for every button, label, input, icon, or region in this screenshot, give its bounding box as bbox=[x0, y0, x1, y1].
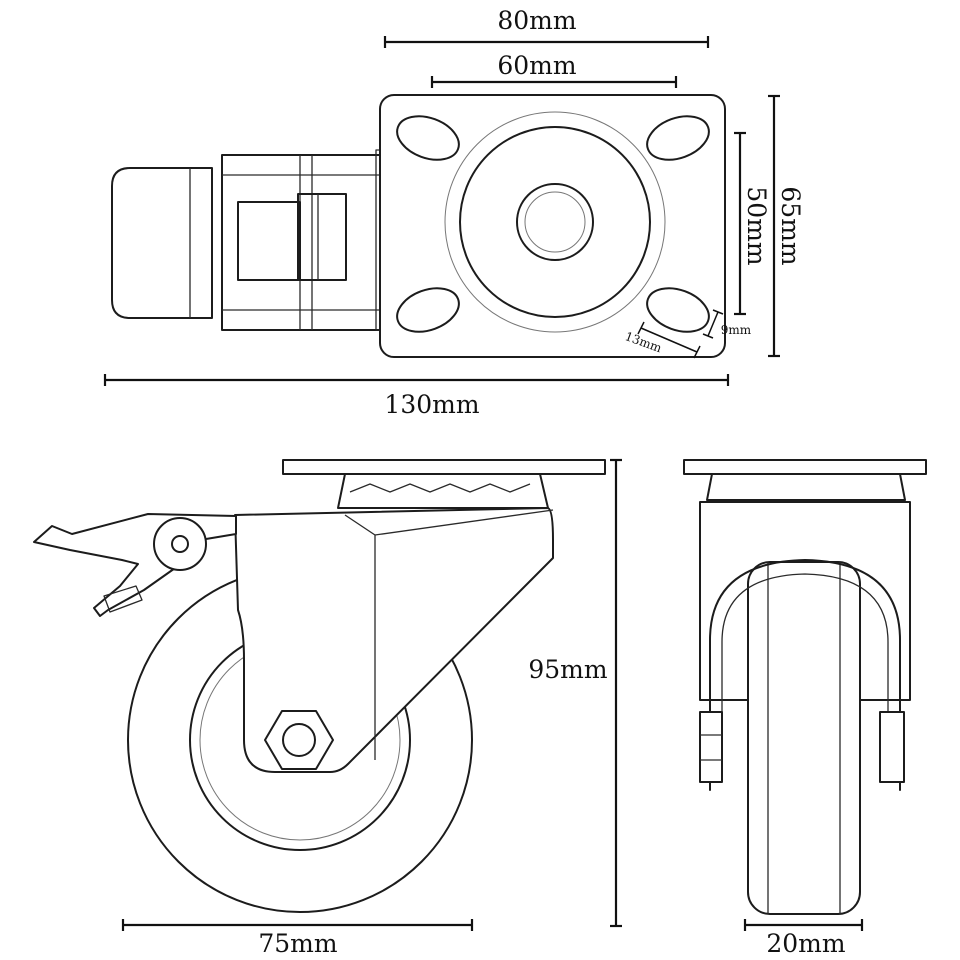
mount-hole-tr bbox=[646, 115, 710, 161]
front-top-plate bbox=[683, 459, 927, 475]
label-65mm: 65mm bbox=[776, 186, 805, 266]
label-130mm: 130mm bbox=[384, 390, 479, 419]
top-view bbox=[111, 94, 726, 358]
dim-9mm: 9mm bbox=[702, 309, 752, 339]
mount-hole-br bbox=[646, 287, 710, 333]
label-80mm: 80mm bbox=[497, 6, 577, 35]
front-axle-nut-left bbox=[699, 711, 723, 783]
dim-65mm: 65mm bbox=[768, 94, 805, 358]
dim-60mm: 60mm bbox=[430, 51, 678, 88]
dim-75mm: 75mm bbox=[121, 919, 474, 958]
side-axle-nut bbox=[264, 710, 334, 770]
front-fork-arch bbox=[709, 559, 901, 791]
dim-20mm: 20mm bbox=[743, 919, 864, 958]
side-top-plate bbox=[282, 459, 606, 475]
label-60mm: 60mm bbox=[497, 51, 577, 80]
front-bearing bbox=[706, 473, 906, 501]
label-9mm: 9mm bbox=[721, 323, 752, 337]
label-50mm: 50mm bbox=[742, 186, 771, 266]
side-brake-pedal bbox=[33, 513, 237, 617]
dim-80mm: 80mm bbox=[383, 6, 710, 48]
mount-hole-tl bbox=[396, 115, 460, 161]
label-75mm: 75mm bbox=[258, 929, 338, 958]
front-axle-nut-right bbox=[879, 711, 905, 783]
dim-95mm: 95mm bbox=[528, 458, 622, 928]
brake-pedal-top bbox=[111, 149, 385, 331]
label-20mm: 20mm bbox=[766, 929, 846, 958]
front-view bbox=[683, 459, 927, 915]
dim-50mm: 50mm bbox=[734, 131, 771, 316]
dim-130mm: 130mm bbox=[103, 374, 730, 419]
side-fork bbox=[234, 507, 554, 773]
label-95mm: 95mm bbox=[528, 655, 608, 684]
side-swivel-bearing bbox=[337, 473, 549, 509]
mount-hole-bl bbox=[396, 287, 460, 333]
side-view bbox=[33, 459, 606, 913]
front-wheel bbox=[747, 561, 861, 915]
top-mounting-plate bbox=[379, 94, 726, 358]
